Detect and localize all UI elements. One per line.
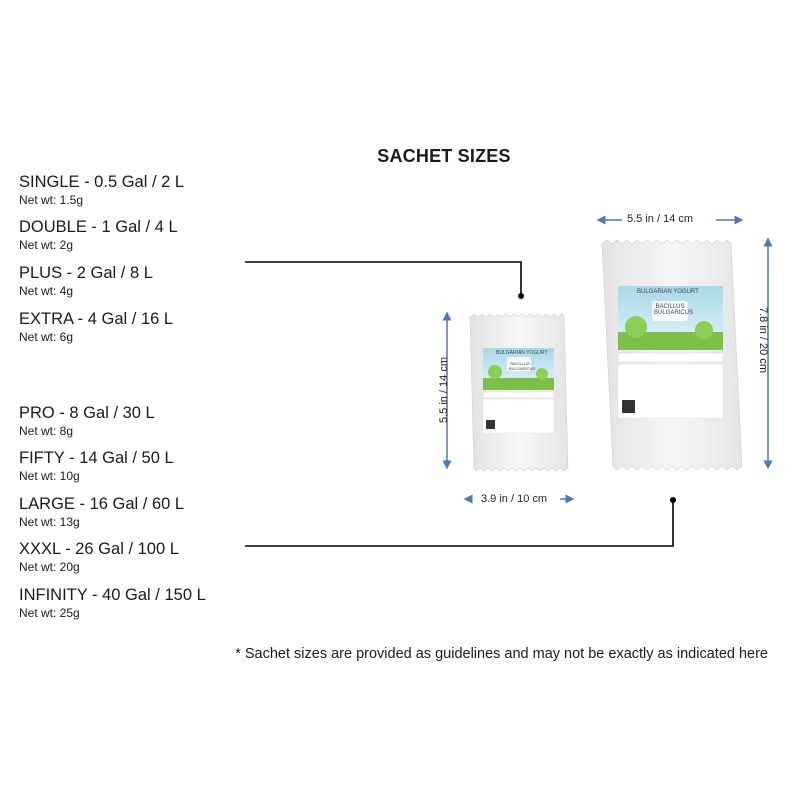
large-sachet-width-label: 5.5 in / 14 cm [627,213,694,225]
size-name: INFINITY - 40 Gal / 150 L [19,586,206,604]
size-net-weight: Net wt: 20g [19,560,80,574]
footnote: * Sachet sizes are provided as guideline… [235,646,768,662]
size-net-weight: Net wt: 8g [19,424,74,438]
connector-small-sachet [245,261,524,299]
large-sachet-height-label: 7.8 in / 20 cm [757,306,769,374]
large-sachet-product-label: BACILLUS BULGARICUS [654,304,694,316]
size-name: EXTRA - 4 Gal / 16 L [19,310,174,328]
size-net-weight: Net wt: 10g [19,469,80,483]
page-title: SACHET SIZES [377,146,511,166]
size-item-pro: PRO - 8 Gal / 30 L Net wt: 8g [19,403,155,438]
small-sachet-product-label: BACILLUS BULGARICUS [509,361,536,371]
size-name: LARGE - 16 Gal / 60 L [19,495,185,513]
size-item-single: SINGLE - 0.5 Gal / 2 L Net wt: 1.5g [19,172,184,207]
small-sachet-height-label: 5.5 in / 14 cm [438,356,450,424]
size-item-plus: PLUS - 2 Gal / 8 L Net wt: 4g [19,263,153,298]
size-item-xxxl: XXXL - 26 Gal / 100 L Net wt: 20g [19,539,179,574]
size-net-weight: Net wt: 6g [19,330,74,344]
small-sachet-width-label: 3.9 in / 10 cm [481,493,548,505]
size-net-weight: Net wt: 1.5g [19,193,84,207]
size-name: DOUBLE - 1 Gal / 4 L [19,218,178,236]
size-name: XXXL - 26 Gal / 100 L [19,540,179,558]
size-item-double: DOUBLE - 1 Gal / 4 L Net wt: 2g [19,217,178,252]
size-net-weight: Net wt: 25g [19,606,80,620]
size-net-weight: Net wt: 4g [19,284,74,298]
size-name: PRO - 8 Gal / 30 L [19,404,155,422]
small-sachet-image [469,313,569,472]
size-item-large: LARGE - 16 Gal / 60 L Net wt: 13g [19,494,184,529]
small-sachet-brand-label: BULGARIAN YOGURT [496,350,548,356]
large-sachet-brand-label: BULGARIAN YOGURT [637,289,699,295]
large-sachet-image [601,239,743,471]
size-item-infinity: INFINITY - 40 Gal / 150 L Net wt: 25g [19,585,206,620]
connector-large-sachet [245,497,676,547]
size-name: FIFTY - 14 Gal / 50 L [19,449,174,467]
size-item-extra: EXTRA - 4 Gal / 16 L Net wt: 6g [19,309,173,344]
size-name: PLUS - 2 Gal / 8 L [19,264,153,282]
size-item-fifty: FIFTY - 14 Gal / 50 L Net wt: 10g [19,448,174,483]
size-net-weight: Net wt: 2g [19,238,74,252]
size-name: SINGLE - 0.5 Gal / 2 L [19,173,185,191]
size-net-weight: Net wt: 13g [19,515,80,529]
